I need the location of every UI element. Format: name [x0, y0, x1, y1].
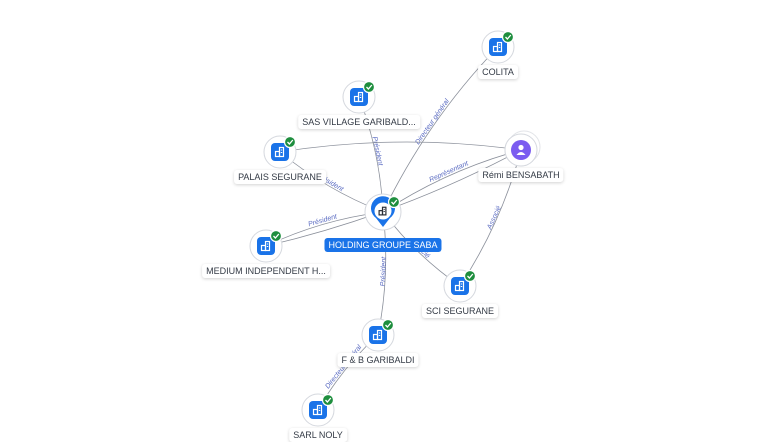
center-node[interactable]	[364, 193, 402, 231]
check-icon	[501, 30, 515, 44]
check-icon	[283, 135, 297, 149]
node-label-fb[interactable]: F & B GARIBALDI	[337, 353, 419, 367]
building-icon	[372, 329, 383, 341]
check-icon	[387, 195, 401, 209]
check-icon	[362, 80, 376, 94]
edge-remi-palais	[279, 141, 522, 153]
relationship-graph: Directeur généralPrésidentPrésidentPrési…	[249, 30, 541, 427]
edge-label: Président	[371, 136, 384, 167]
center-node-label[interactable]: HOLDING GROUPE SABA	[324, 238, 442, 252]
node-sas[interactable]	[342, 80, 376, 114]
check-icon	[269, 229, 283, 243]
node-label-medium[interactable]: MEDIUM INDEPENDENT H...	[202, 264, 330, 278]
building-icon	[260, 240, 271, 252]
check-icon	[321, 393, 335, 407]
building-icon	[454, 280, 465, 292]
node-label-sas[interactable]: SAS VILLAGE GARIBALD...	[298, 115, 420, 129]
edge-label: Directeur général	[414, 98, 451, 146]
node-remi[interactable]	[504, 130, 541, 167]
node-noly[interactable]	[301, 393, 335, 427]
building-icon	[492, 41, 503, 53]
node-label-sci[interactable]: SCI SEGURANE	[421, 304, 499, 318]
building-icon	[353, 91, 364, 103]
edge-label: Associé	[486, 205, 503, 231]
node-medium[interactable]	[249, 229, 283, 263]
node-label-palais[interactable]: PALAIS SEGURANE	[234, 170, 326, 184]
node-label-colita[interactable]: COLITA	[478, 65, 518, 79]
edge-label: Représentant	[428, 160, 470, 184]
check-icon	[381, 318, 395, 332]
node-label-noly[interactable]: SARL NOLY	[289, 428, 347, 442]
edge-label: Président	[308, 213, 339, 228]
node-sci[interactable]	[443, 269, 477, 303]
nodes	[249, 30, 541, 427]
node-palais[interactable]	[263, 135, 297, 169]
check-icon	[463, 269, 477, 283]
building-icon	[312, 404, 323, 416]
node-colita[interactable]	[481, 30, 515, 64]
node-fb[interactable]	[361, 318, 395, 352]
building-icon	[378, 206, 387, 216]
edge-label: Président	[380, 256, 388, 287]
node-label-remi[interactable]: Rémi BENSABATH	[478, 168, 564, 182]
person-icon	[516, 144, 526, 155]
building-icon	[274, 146, 285, 158]
